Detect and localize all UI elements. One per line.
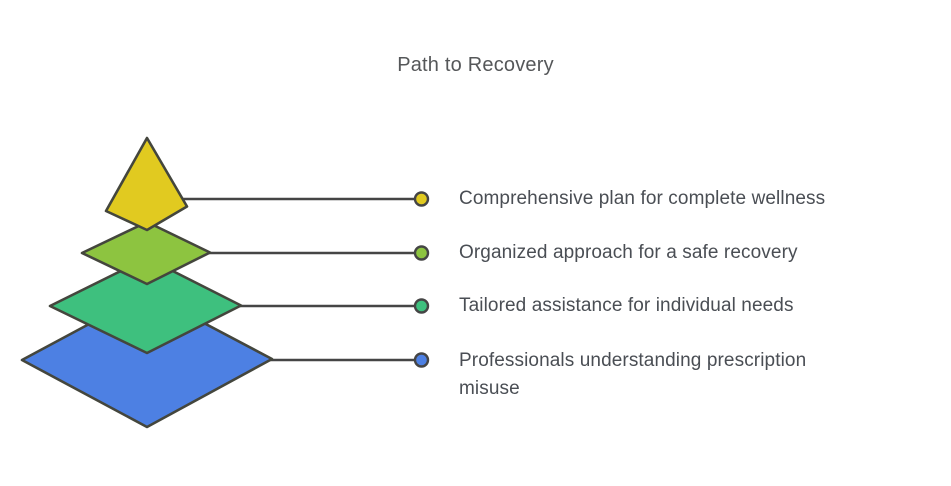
level-3-label: Tailored assistance for individual needs (459, 295, 794, 316)
bullet-circle-level-3 (413, 298, 430, 314)
bullet-circle-level-2 (413, 245, 430, 261)
pyramid-level-4-shape (20, 291, 274, 429)
pyramid-level-2-shape (80, 220, 212, 286)
bullet-circle-level-1 (413, 191, 430, 207)
level-1-label: Comprehensive plan for complete wellness (459, 188, 826, 209)
level-4-label: Professionals understanding prescription… (459, 350, 807, 399)
pyramid-level-3-shape (48, 256, 243, 355)
bullet-circle-level-4 (413, 352, 430, 368)
pyramid-level-1-shape (104, 136, 189, 232)
diagram-title: Path to Recovery (397, 54, 554, 76)
level-2-label: Organized approach for a safe recovery (459, 242, 798, 263)
